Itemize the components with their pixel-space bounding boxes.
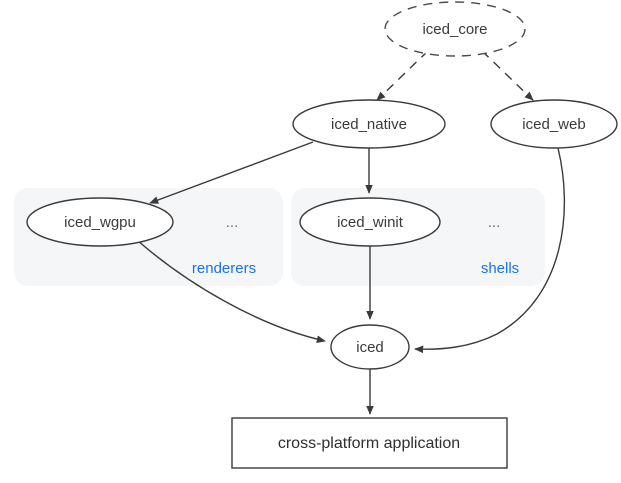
renderers-more-placeholder: ... <box>226 214 239 231</box>
shells-more-placeholder: ... <box>488 214 501 231</box>
cluster-renderers-label: renderers <box>192 260 256 277</box>
node-iced-native-shape[interactable] <box>292 99 446 149</box>
node-iced-label: iced <box>356 339 384 356</box>
edge-iced-core-to-iced-native <box>376 50 429 101</box>
node-iced-wgpu[interactable]: iced_wgpu <box>26 197 174 247</box>
edge-iced-wgpu-to-iced <box>136 239 326 343</box>
node-iced-web-label: iced_web <box>522 116 585 133</box>
node-iced-core-shape[interactable] <box>384 1 526 57</box>
edge-iced-native-to-iced-wgpu <box>149 141 314 204</box>
node-iced-native[interactable]: iced_native <box>292 99 446 149</box>
node-iced-winit-shape[interactable] <box>299 197 441 247</box>
node-iced-wgpu-shape[interactable] <box>26 197 174 247</box>
node-iced-winit[interactable]: iced_winit <box>299 197 441 247</box>
node-iced-web[interactable]: iced_web <box>490 99 618 149</box>
node-iced-web-shape[interactable] <box>490 99 618 149</box>
node-application-label: cross-platform application <box>278 435 460 452</box>
node-iced-winit-label: iced_winit <box>337 214 404 231</box>
node-application-shape[interactable] <box>231 417 508 469</box>
edge-iced-web-to-iced <box>414 147 566 354</box>
node-iced-native-label: iced_native <box>331 116 407 133</box>
node-application[interactable]: cross-platform application <box>231 417 508 469</box>
node-iced-core-label: iced_core <box>422 21 487 38</box>
node-iced-shape[interactable] <box>330 324 410 370</box>
node-iced-core[interactable]: iced_core <box>384 1 526 57</box>
node-iced-wgpu-label: iced_wgpu <box>64 214 136 231</box>
edge-iced-core-to-iced-web <box>481 50 534 101</box>
cluster-shells-label: shells <box>481 260 519 277</box>
node-iced[interactable]: iced <box>330 324 410 370</box>
